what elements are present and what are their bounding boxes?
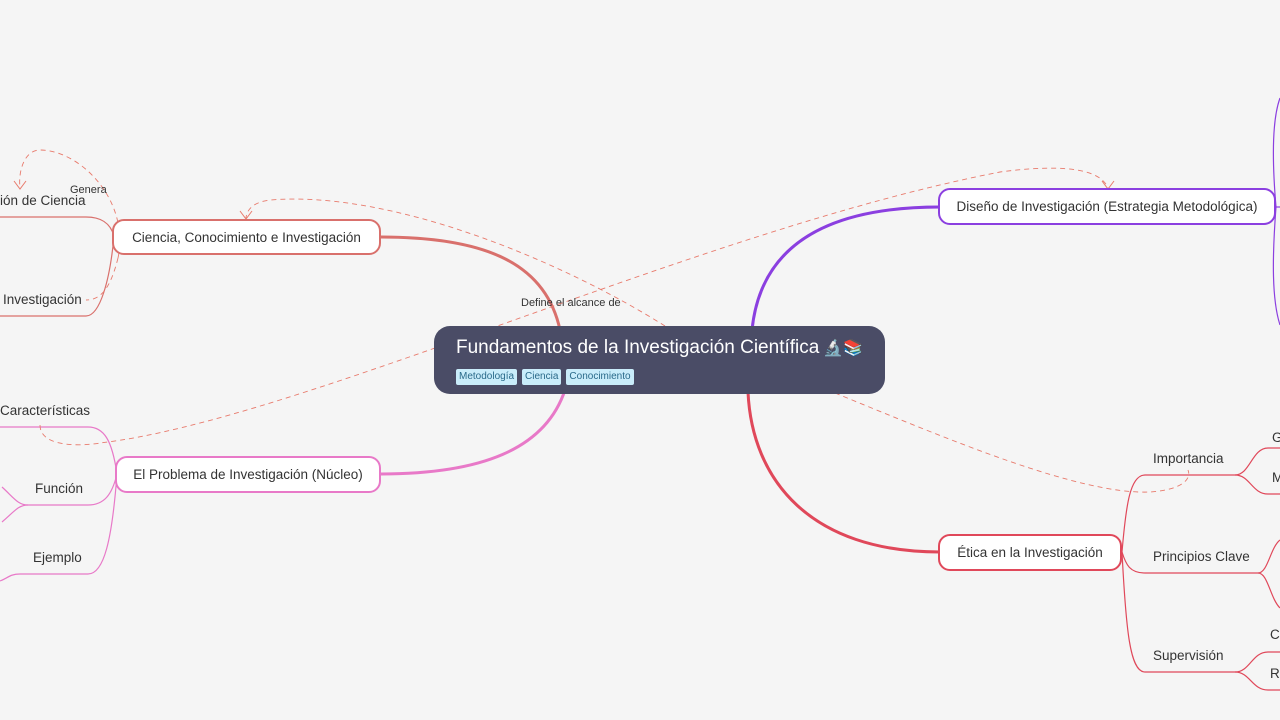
microscope-books-icon: 🔬📚 [823, 340, 864, 357]
line-problema-child-3 [20, 473, 118, 575]
etica-child-importancia[interactable]: Importancia [1153, 451, 1224, 466]
ciencia-child-definicion[interactable]: ión de Ciencia [0, 193, 86, 208]
relation-line-etica [834, 392, 1190, 493]
relation-line-genera-2 [85, 257, 119, 301]
tag-metodologia[interactable]: Metodología [456, 369, 518, 385]
branch-etica-label: Ética en la Investigación [957, 545, 1103, 560]
line-importancia-sub-2 [1234, 474, 1280, 495]
supervision-sub-2[interactable]: R [1270, 666, 1280, 681]
line-funcion-sub-1 [1, 486, 29, 506]
importancia-sub-2[interactable]: M [1272, 470, 1280, 485]
branch-line-etica [746, 391, 941, 554]
branch-etica[interactable]: Ética en la Investigación [938, 534, 1122, 571]
branch-problema[interactable]: El Problema de Investigación (Núcleo) [115, 456, 381, 493]
line-ciencia-child-1 [0, 216, 115, 237]
line-etica-child-1 [1121, 474, 1235, 553]
branch-ciencia[interactable]: Ciencia, Conocimiento e Investigación [112, 219, 381, 255]
line-principios-sub-2 [1257, 572, 1280, 609]
line-diseno-child-down [1272, 206, 1280, 326]
root-tags: Metodología Ciencia Conocimiento [456, 369, 863, 385]
tag-ciencia[interactable]: Ciencia [522, 369, 562, 385]
importancia-sub-1[interactable]: G [1272, 430, 1280, 445]
relation-arrow-genera [13, 180, 27, 190]
line-supervision-sub-2 [1234, 671, 1280, 691]
line-ciencia-child-2 [0, 235, 115, 317]
branch-diseno-label: Diseño de Investigación (Estrategia Meto… [956, 199, 1258, 214]
branch-ciencia-label: Ciencia, Conocimiento e Investigación [132, 229, 361, 245]
etica-child-principios[interactable]: Principios Clave [1153, 549, 1250, 564]
branch-diseno[interactable]: Diseño de Investigación (Estrategia Meto… [938, 188, 1276, 225]
tag-conocimiento[interactable]: Conocimiento [566, 369, 634, 385]
line-problema-child-1 [0, 426, 118, 475]
line-importancia-sub-1 [1234, 447, 1280, 476]
supervision-sub-1[interactable]: C [1270, 627, 1280, 642]
root-topic[interactable]: Fundamentos de la Investigación Científi… [434, 326, 885, 394]
relation-line-diseno [39, 167, 1109, 446]
line-etica-child-2 [1121, 551, 1258, 574]
etica-child-supervision[interactable]: Supervisión [1153, 648, 1224, 663]
relation-line-genera [19, 149, 121, 259]
ciencia-child-investigacion[interactable]: Investigación [3, 292, 82, 307]
line-diseno-child-up [1272, 97, 1280, 208]
relation-label-define: Define el alcance de [521, 297, 621, 309]
line-etica-child-3 [1121, 551, 1235, 673]
branch-line-problema [379, 389, 567, 476]
problema-child-ejemplo[interactable]: Ejemplo [33, 550, 82, 565]
root-title: Fundamentos de la Investigación Científi… [456, 337, 820, 358]
relation-label-genera: Genera [70, 184, 107, 196]
problema-child-funcion[interactable]: Función [35, 481, 84, 496]
problema-child-caracteristicas[interactable]: Características [0, 403, 91, 418]
line-funcion-sub-2 [1, 504, 29, 523]
line-supervision-sub-1 [1234, 651, 1280, 673]
line-ejemplo-sub [0, 573, 21, 582]
branch-line-ciencia [379, 235, 562, 331]
branch-problema-label: El Problema de Investigación (Núcleo) [133, 467, 363, 482]
relation-line-define [245, 198, 666, 327]
branch-line-diseno [750, 205, 941, 331]
line-principios-sub-1 [1257, 539, 1280, 574]
